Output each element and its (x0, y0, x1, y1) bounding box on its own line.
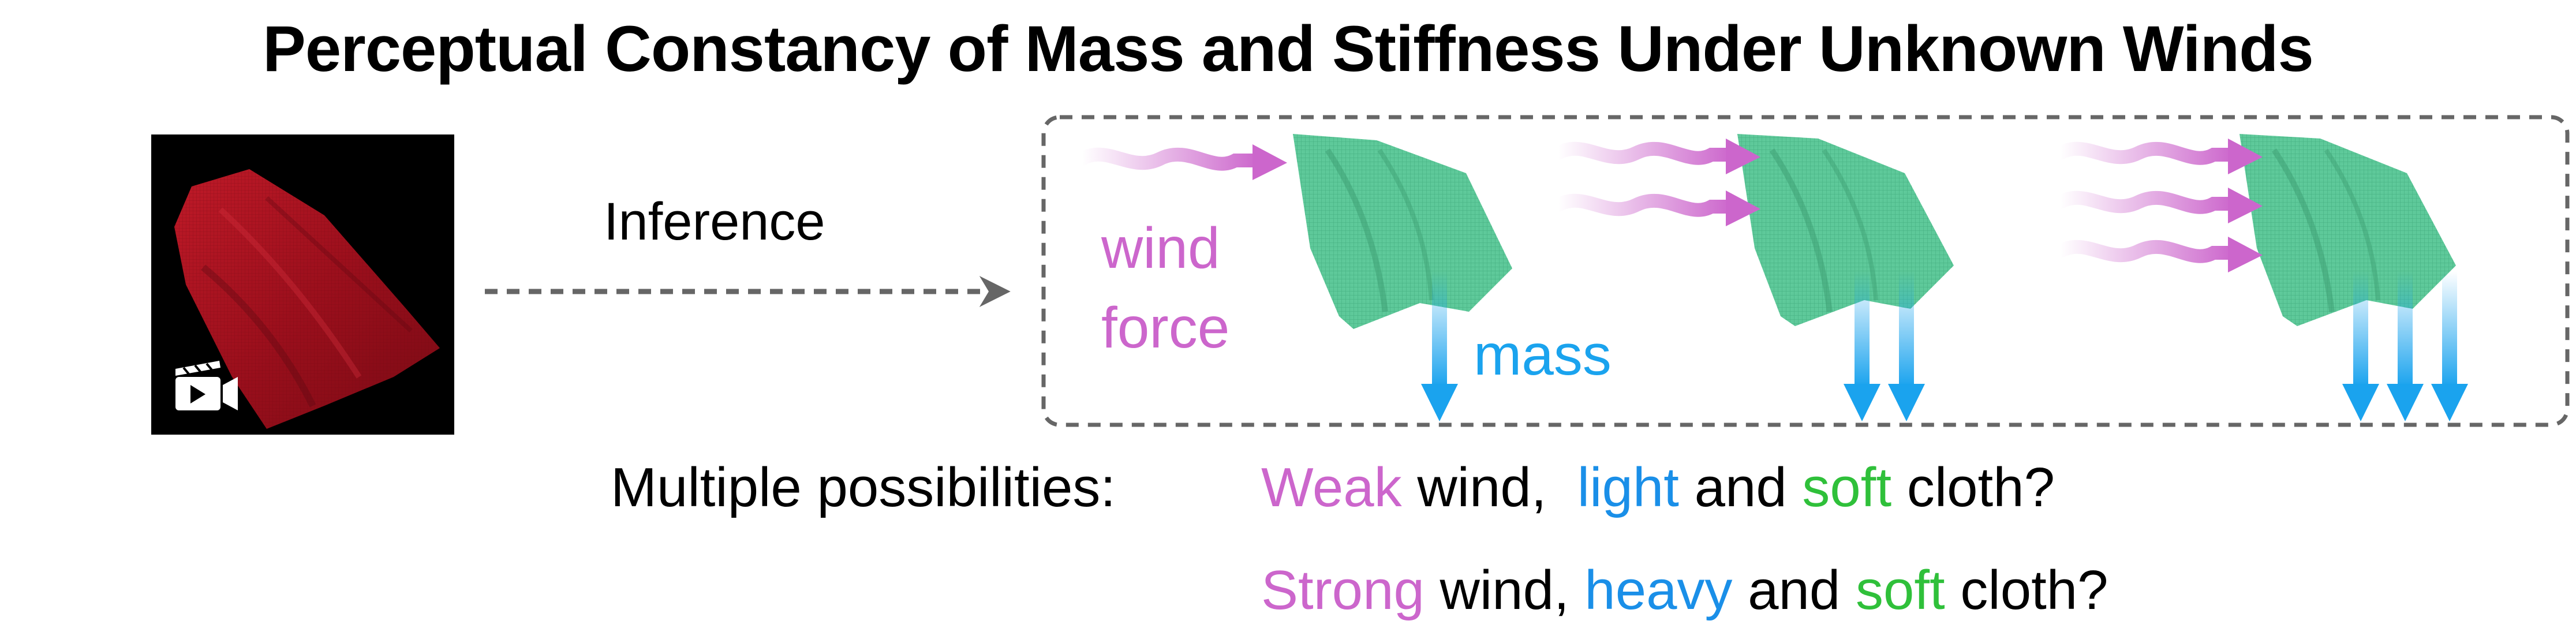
wind-force-label-line2: force (1101, 296, 1230, 360)
possibilities-label: Multiple possibilities: (611, 457, 1116, 518)
option1-and: and (1678, 457, 1803, 518)
mass-arrows-group-3 (2342, 271, 2468, 421)
mass-label: mass (1474, 323, 1612, 387)
option1-stiffness-word: soft (1802, 457, 1892, 518)
cloth-sim-3 (2239, 134, 2456, 326)
wind-arrows-group-2 (1551, 139, 1760, 226)
option2-wind-rest: wind, (1424, 559, 1569, 621)
wind-arrows-group-3 (2054, 139, 2263, 272)
video-clip-icon (175, 361, 238, 410)
option1-mass-word: light (1577, 457, 1679, 518)
figure-title: Perceptual Constancy of Mass and Stiffne… (263, 13, 2314, 85)
cloth-sim-1 (1293, 134, 1512, 329)
option1-wind-word: Weak (1261, 457, 1402, 518)
option1-wind-rest: wind, (1401, 457, 1547, 518)
possibility-option-2: Strong wind, heavy and soft cloth? (1261, 559, 2108, 622)
option1-cloth: cloth? (1891, 457, 2055, 518)
hypotheses-box (1041, 115, 2570, 427)
option2-stiffness-word: soft (1855, 559, 1945, 621)
option2-wind-word: Strong (1261, 559, 1425, 621)
option2-and: and (1732, 559, 1856, 621)
cloth-sim-2 (1737, 134, 1954, 326)
red-cloth-image (174, 169, 440, 429)
wind-arrows-group-1 (1075, 144, 1287, 180)
inference-label: Inference (604, 192, 825, 251)
wind-force-label-line1: wind (1101, 216, 1220, 281)
option2-cloth: cloth? (1945, 559, 2108, 621)
input-video-thumbnail (151, 134, 454, 435)
mass-arrows-group-1 (1421, 271, 1458, 421)
option2-mass-word: heavy (1584, 559, 1733, 621)
mass-arrows-group-2 (1844, 271, 1925, 421)
possibility-option-1: Weak wind, light and soft cloth? (1261, 456, 2055, 519)
